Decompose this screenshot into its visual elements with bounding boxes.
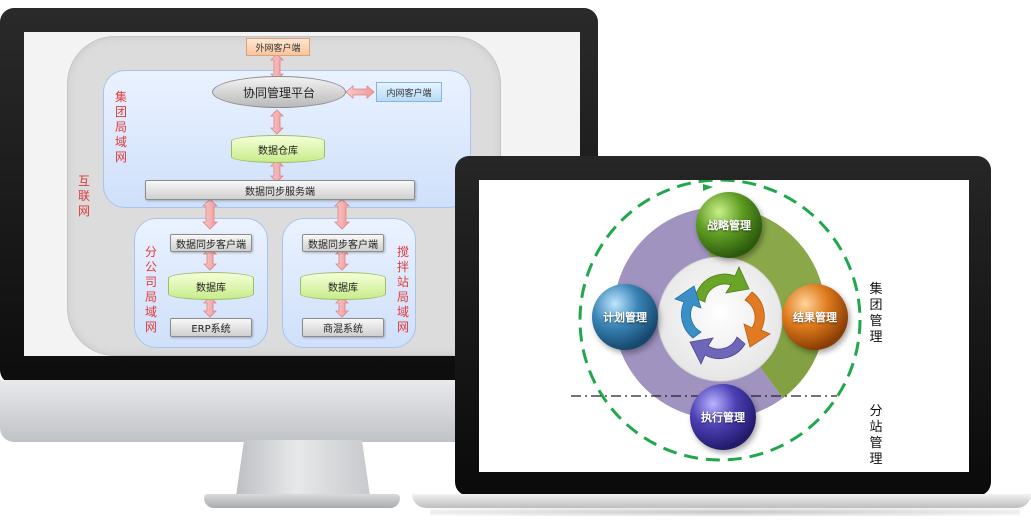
branch-sync-client-node: 数据同步客户端: [170, 234, 252, 252]
collab-platform-node: 协同管理平台: [212, 76, 346, 108]
planning-node: 计划管理: [592, 284, 658, 350]
strategy-node: 战略管理: [696, 192, 762, 258]
plant-database-node: 数据库: [300, 272, 386, 300]
management-cycle-diagram: 战略管理 计划管理 结果管理 执行管理: [479, 180, 969, 472]
laptop-shadow: [430, 508, 1020, 516]
plant-system-node: 商混系统: [302, 318, 384, 337]
cycle-graphic: [571, 180, 862, 462]
laptop-base: [412, 494, 1031, 508]
monitor-stand: [236, 440, 370, 496]
internal-client-node: 内网客户端: [376, 82, 442, 102]
connector-arrows: [202, 53, 375, 318]
data-warehouse-node: 数据仓库: [231, 135, 325, 163]
arrow-plant-client-db: [335, 247, 349, 271]
dashed-boundary: [578, 180, 862, 462]
internet-label: 互联网: [77, 174, 90, 218]
branch-database-node: 数据库: [168, 272, 254, 300]
arrow-branch-client-db: [203, 247, 217, 271]
arrow-plant-db-system: [335, 296, 349, 318]
arrow-sync-branch: [202, 198, 218, 230]
monitor-base: [204, 494, 400, 508]
execution-node: 执行管理: [690, 384, 756, 450]
dashed-arrowhead: [703, 184, 713, 191]
results-node: 结果管理: [782, 284, 848, 350]
branch-erp-node: ERP系统: [170, 318, 252, 337]
arrow-platform-warehouse: [270, 109, 284, 135]
branch-lan-label: 分公司局域网: [144, 245, 157, 334]
arrow-sync-plant: [334, 198, 350, 230]
arrow-warehouse-sync: [270, 159, 284, 183]
station-management-label: 分站管理: [869, 404, 883, 467]
sync-server-node: 数据同步服务端: [145, 180, 415, 200]
arrow-platform-internal: [345, 85, 375, 99]
cycle-arrows: [674, 266, 771, 365]
group-lan-label: 集团局域网: [114, 90, 127, 164]
plant-sync-client-node: 数据同步客户端: [302, 234, 384, 252]
group-management-label: 集团管理: [869, 282, 883, 345]
plant-lan-label: 搅拌站局域网: [396, 245, 409, 334]
external-client-node: 外网客户端: [246, 38, 310, 56]
arrow-branch-db-erp: [203, 296, 217, 318]
